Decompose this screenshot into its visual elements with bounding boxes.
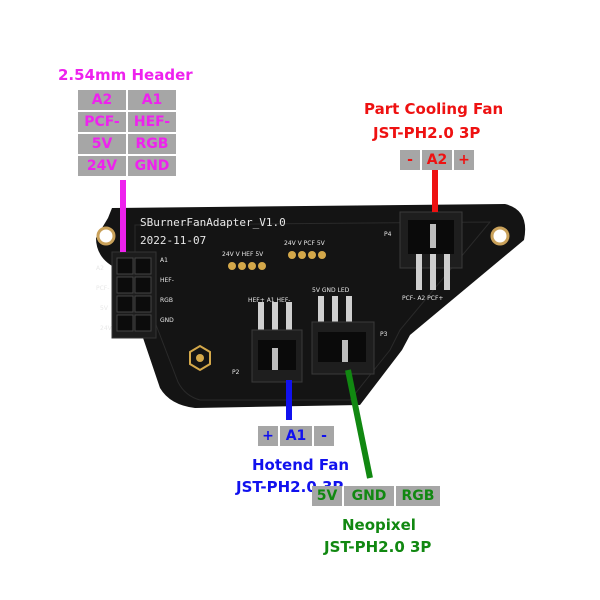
header-cell-r0c1: A1: [128, 90, 176, 110]
p3-pins-label: 5V GND LED: [312, 287, 350, 294]
neopixel-leader-line: [345, 369, 373, 479]
pin-header-2x4: [111, 251, 157, 339]
part-cooling-pin-1: A2: [422, 150, 452, 170]
neopixel-pin-0: 5V: [312, 486, 342, 506]
p4-pins-label: PCF- A2 PCF+: [402, 295, 443, 302]
neopixel-pin-2: RGB: [396, 486, 440, 506]
connector-p3: [311, 296, 375, 375]
part-cooling-title-2: JST-PH2.0 3P: [373, 124, 481, 142]
part-cooling-pin-2: +: [454, 150, 474, 170]
header-cell-r2c0: 5V: [78, 134, 126, 154]
header-cell-r3c1: GND: [128, 156, 176, 176]
part-cooling-title-1: Part Cooling Fan: [364, 100, 504, 118]
pad-label-1: 24V V HEF 5V: [222, 251, 264, 258]
hotend-title-1: Hotend Fan: [252, 456, 350, 474]
mounting-hole-left: [96, 226, 116, 246]
connector-p4: [399, 211, 463, 290]
hotend-pin-1: A1: [280, 426, 312, 446]
hotend-pin-2: -: [314, 426, 334, 446]
header-silk-right-0: A1: [160, 257, 168, 264]
header-cell-r0c0: A2: [78, 90, 126, 110]
header-cell-r3c0: 24V: [78, 156, 126, 176]
board-name: SBurnerFanAdapter_V1.0: [140, 216, 286, 229]
neopixel-pin-1: GND: [344, 486, 394, 506]
neopixel-title-1: Neopixel: [342, 516, 416, 534]
header-cell-r1c1: HEF-: [128, 112, 176, 132]
board-date: 2022-11-07: [140, 234, 206, 247]
header-cell-r1c0: PCF-: [78, 112, 126, 132]
header-silk-left-1: PCF-: [96, 285, 109, 292]
header-silk-left-2: 5V: [100, 305, 109, 312]
board-logo-icon: [189, 344, 211, 372]
connector-p2: [251, 302, 303, 383]
header-silk-left-3: 24V: [100, 325, 113, 332]
header-leader-line: [120, 180, 126, 252]
header-title: 2.54mm Header: [58, 66, 193, 84]
part-cooling-pin-0: -: [400, 150, 420, 170]
solder-pads-2: [288, 251, 326, 259]
mounting-hole-right: [490, 226, 510, 246]
hotend-leader-line: [286, 380, 292, 420]
header-silk-right-3: GND: [160, 317, 174, 324]
port-p4-label: P4: [384, 231, 392, 238]
hotend-pin-0: +: [258, 426, 278, 446]
header-cell-r2c1: RGB: [128, 134, 176, 154]
header-title-text: 2.54mm Header: [58, 66, 193, 84]
p2-pins-label: HEF+ A1 HEF-: [248, 297, 290, 304]
header-silk-right-1: HEF-: [160, 277, 174, 284]
port-p3-label: P3: [380, 331, 388, 338]
pad-label-2: 24V V PCF 5V: [284, 240, 326, 247]
header-silk-left-0: A2: [96, 265, 104, 272]
part-cooling-leader-line: [432, 170, 438, 212]
header-silk-right-2: RGB: [160, 297, 173, 304]
port-p2-label: P2: [232, 369, 240, 376]
solder-pads-1: [228, 262, 266, 270]
neopixel-title-2: JST-PH2.0 3P: [324, 538, 432, 556]
